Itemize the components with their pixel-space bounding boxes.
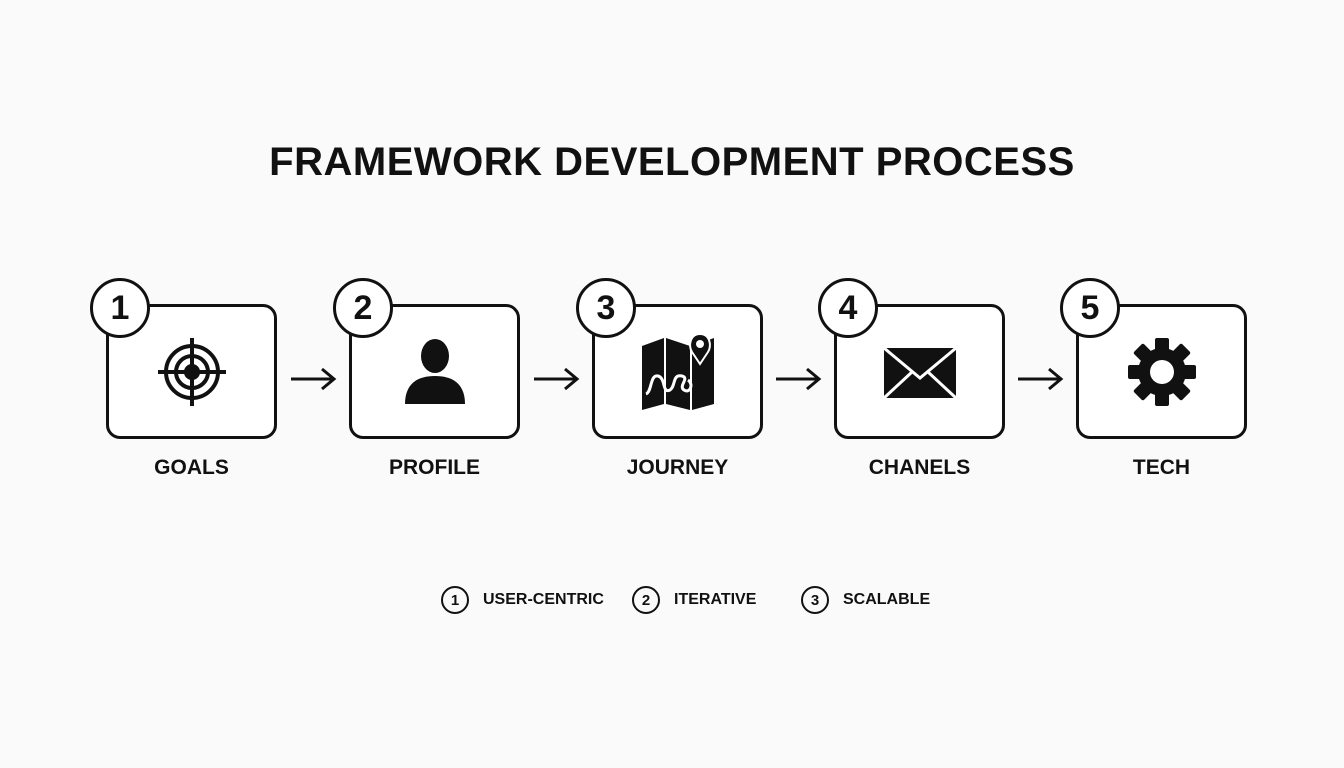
principle-number-badge: 2 bbox=[632, 586, 660, 614]
arrow-right-icon bbox=[534, 367, 580, 391]
principle-user-centric: 1 USER-CENTRIC bbox=[441, 586, 604, 614]
step-label: GOALS bbox=[154, 456, 229, 479]
step-label: CHANELS bbox=[868, 456, 971, 479]
step-number-badge: 1 bbox=[90, 278, 150, 338]
step-profile: 2 PROFILE bbox=[333, 278, 520, 479]
step-tech: 5 TECH bbox=[1060, 278, 1247, 479]
step-number-badge: 2 bbox=[333, 278, 393, 338]
step-label: PROFILE bbox=[388, 456, 480, 479]
step-box bbox=[592, 304, 763, 439]
step-label: JOURNEY bbox=[626, 456, 729, 479]
page-title: FRAMEWORK DEVELOPMENT PROCESS bbox=[269, 140, 1075, 184]
step-label: TECH bbox=[1132, 456, 1191, 479]
principle-number-badge: 3 bbox=[801, 586, 829, 614]
principle-iterative: 2 ITERATIVE bbox=[632, 586, 756, 614]
step-journey: 3 JOURNEY bbox=[576, 278, 763, 479]
principle-label: SCALABLE bbox=[843, 591, 931, 608]
principle-number-badge: 1 bbox=[441, 586, 469, 614]
step-number-badge: 3 bbox=[576, 278, 636, 338]
step-number-badge: 4 bbox=[818, 278, 878, 338]
arrow-right-icon bbox=[291, 367, 337, 391]
target-icon bbox=[157, 337, 226, 406]
gear-icon bbox=[1127, 337, 1196, 406]
step-goals: 1 GOALS bbox=[90, 278, 277, 479]
principle-scalable: 3 SCALABLE bbox=[801, 586, 930, 614]
principle-label: USER-CENTRIC bbox=[483, 591, 604, 608]
arrow-right-icon bbox=[776, 367, 822, 391]
user-icon bbox=[404, 338, 465, 404]
arrow-right-icon bbox=[1018, 367, 1064, 391]
principle-label: ITERATIVE bbox=[674, 591, 757, 608]
step-chanels: 4 CHANELS bbox=[818, 278, 1005, 479]
step-number-badge: 5 bbox=[1060, 278, 1120, 338]
envelope-icon bbox=[882, 346, 957, 399]
map-icon bbox=[641, 332, 714, 410]
